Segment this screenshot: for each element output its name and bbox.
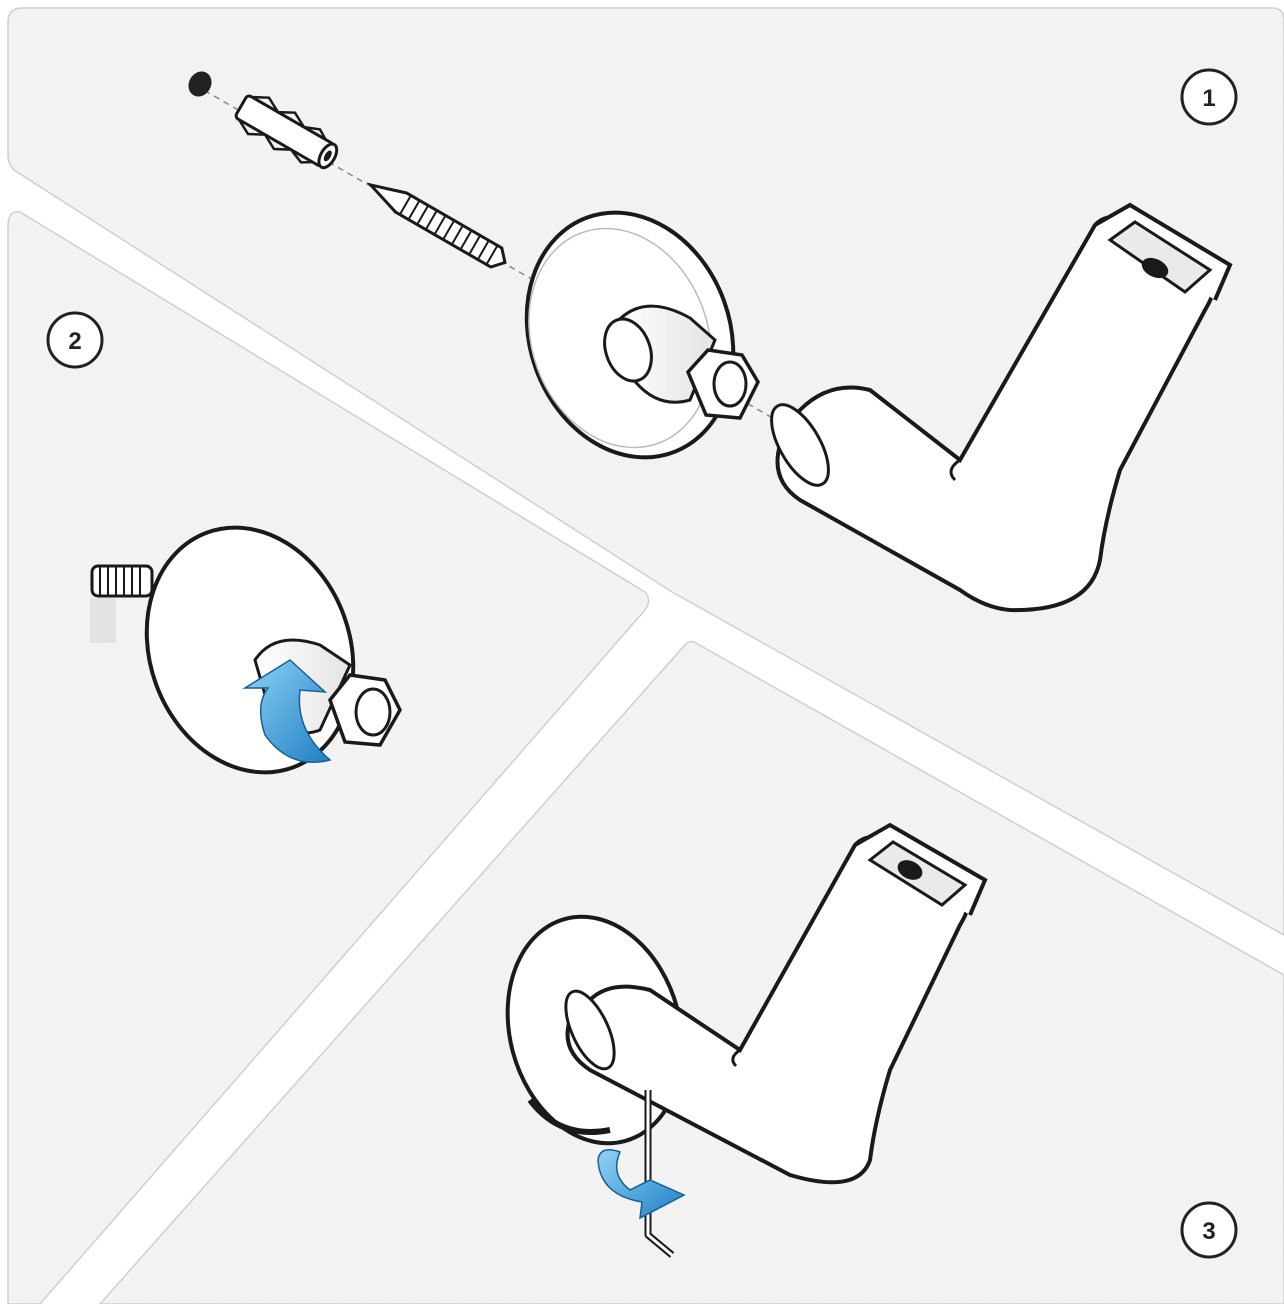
wall-plug bbox=[234, 94, 339, 170]
curved-rotation-arrow-icon bbox=[597, 1149, 686, 1220]
step-3-number: 3 bbox=[1202, 1218, 1215, 1245]
step-2-tighten-nut: 2 bbox=[46, 311, 402, 775]
panel-step-3 bbox=[98, 640, 1284, 1304]
step-2-number: 2 bbox=[68, 328, 81, 355]
allen-key-icon bbox=[644, 1090, 675, 1258]
step-3-badge: 3 bbox=[1180, 1201, 1238, 1259]
panel-step-1 bbox=[7, 7, 1284, 936]
wood-screw bbox=[366, 182, 507, 269]
step-2-badge: 2 bbox=[46, 311, 104, 369]
step-1-exploded-parts: 1 bbox=[188, 68, 1238, 613]
curved-rotation-arrow-icon bbox=[242, 659, 332, 763]
step-3-fix-lever: 3 bbox=[505, 822, 1238, 1259]
lever-handle-exploded bbox=[770, 202, 1233, 613]
rose-with-spindle bbox=[524, 210, 760, 460]
step-1-number: 1 bbox=[1202, 85, 1215, 112]
lever-handle-mounted bbox=[564, 822, 988, 1185]
step-1-badge: 1 bbox=[1180, 68, 1238, 126]
wall-hole bbox=[188, 71, 212, 97]
threaded-stud bbox=[90, 564, 154, 643]
